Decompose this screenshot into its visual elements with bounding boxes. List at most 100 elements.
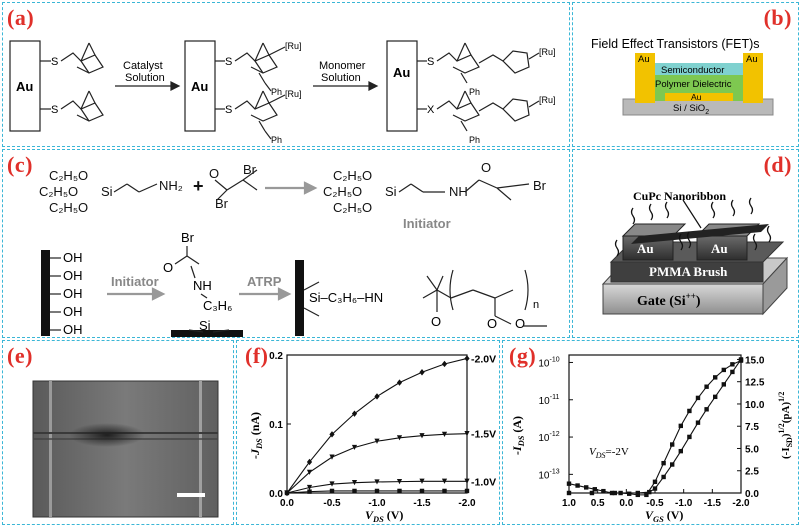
data-point bbox=[351, 480, 358, 486]
data-point bbox=[442, 488, 447, 494]
oh-label: OH bbox=[63, 304, 83, 319]
series-line bbox=[286, 357, 468, 494]
ru-label: [Ru] bbox=[285, 41, 302, 51]
data-point bbox=[284, 490, 290, 496]
br-label: Br bbox=[215, 196, 229, 211]
data-point bbox=[374, 438, 380, 444]
x-axis-label: VDS (V) bbox=[365, 508, 403, 524]
panel-f-label: (f) bbox=[245, 343, 269, 368]
x-tick-label: -0.5 bbox=[646, 498, 664, 509]
ru-label: [Ru] bbox=[285, 89, 302, 99]
y-tick-label: 0.2 bbox=[269, 351, 283, 362]
plot-frame bbox=[286, 354, 468, 494]
x-tick-label: -0.5 bbox=[323, 498, 341, 509]
o-label: O bbox=[209, 166, 219, 181]
panel-a-scheme: Au S S Catalyst Solution Au S S [Ru] [Ru… bbox=[9, 40, 556, 145]
y-tick-label: 0.1 bbox=[269, 420, 283, 431]
s-label: S bbox=[225, 56, 232, 68]
data-point bbox=[396, 379, 403, 386]
plus-sign: + bbox=[193, 176, 204, 196]
panel-g-label: (g) bbox=[509, 343, 537, 368]
data-point bbox=[627, 491, 632, 496]
au-left-label: Au bbox=[637, 241, 654, 256]
x-tick-label: 1.0 bbox=[562, 498, 576, 509]
ethoxy-label: C₂H₅O bbox=[333, 168, 372, 183]
y-left-tick-label: 10-13 bbox=[538, 468, 559, 481]
initiator-label: Initiator bbox=[403, 216, 451, 231]
panel-e-label: (e) bbox=[7, 343, 33, 368]
arrow-atrp-label: ATRP bbox=[247, 274, 282, 289]
y-left-tick-label: 10-12 bbox=[538, 431, 559, 444]
ethoxy-label: C₂H₅O bbox=[49, 200, 88, 215]
data-point bbox=[635, 490, 640, 496]
data-point bbox=[678, 448, 683, 454]
ph-label: Ph bbox=[271, 87, 282, 97]
x-tick-label: 0.5 bbox=[591, 498, 605, 509]
s-label: S bbox=[225, 104, 232, 116]
panel-e: (e) bbox=[2, 340, 234, 525]
semiconductor-label: Semiconductor bbox=[661, 65, 724, 76]
data-point bbox=[306, 469, 313, 475]
output-chart: 0.0-0.5-1.0-1.5-2.00.00.10.2-2.0V-1.5V-1… bbox=[248, 351, 496, 524]
data-point bbox=[695, 395, 701, 401]
data-point bbox=[396, 435, 403, 441]
data-point bbox=[351, 410, 358, 417]
data-point bbox=[396, 479, 403, 485]
data-point bbox=[374, 479, 380, 485]
data-point bbox=[575, 483, 580, 488]
panel-b-label: (b) bbox=[763, 5, 792, 30]
data-point bbox=[704, 407, 709, 412]
x-tick-label: -1.0 bbox=[368, 498, 386, 509]
semiconductor-layer bbox=[655, 63, 743, 75]
surface-bar bbox=[171, 330, 243, 337]
data-point bbox=[661, 460, 666, 466]
data-point bbox=[464, 478, 470, 484]
data-point bbox=[374, 488, 380, 494]
y-axis-label: -JDS (nA) bbox=[248, 412, 264, 459]
series-label: -1.0V bbox=[471, 476, 496, 488]
x-tick-label: -1.5 bbox=[704, 498, 722, 509]
ethoxy-label: C₂H₅O bbox=[323, 184, 362, 199]
au-drain bbox=[743, 53, 763, 103]
o-label: O bbox=[481, 160, 491, 175]
gate-layer bbox=[602, 283, 764, 315]
x-tick-label: -2.0 bbox=[732, 498, 750, 509]
data-point bbox=[687, 408, 692, 414]
nanoribbon bbox=[631, 224, 769, 244]
ru-label: [Ru] bbox=[539, 47, 556, 57]
data-point bbox=[441, 360, 448, 368]
oh-label: OH bbox=[63, 250, 83, 265]
data-point bbox=[670, 462, 675, 467]
data-point bbox=[713, 394, 718, 400]
au-electrode-right bbox=[696, 235, 748, 261]
data-point bbox=[730, 369, 735, 375]
series-label: -1.5V bbox=[471, 429, 496, 441]
data-point bbox=[329, 454, 335, 460]
ethoxy-label: C₂H₅O bbox=[39, 184, 78, 199]
data-point bbox=[441, 478, 448, 484]
nh-label: NH bbox=[193, 278, 212, 293]
series-line bbox=[568, 360, 742, 496]
y-right-tick-label: 5.0 bbox=[745, 444, 759, 455]
data-point bbox=[329, 431, 335, 438]
panel-c-scheme: C₂H₅O C₂H₅O C₂H₅O Si NH₂ + Br Br O C₂H₅O… bbox=[39, 160, 547, 337]
x-tick-label: -1.5 bbox=[413, 498, 431, 509]
panel-d: (d) CuPc Nanoribbon Au Au PMMA Brush Gat… bbox=[572, 149, 799, 338]
o-label: O bbox=[515, 316, 525, 331]
au-gate bbox=[665, 93, 733, 101]
data-point bbox=[652, 486, 658, 491]
data-point bbox=[566, 490, 572, 496]
y-left-tick-label: 10-10 bbox=[538, 356, 559, 369]
data-point bbox=[601, 488, 606, 494]
x-tick-label: 0.0 bbox=[619, 498, 633, 509]
gate-label: Gate (Si++) bbox=[637, 291, 701, 309]
data-point bbox=[644, 492, 649, 498]
data-point bbox=[351, 444, 358, 451]
au-block-1 bbox=[9, 40, 41, 132]
data-point bbox=[678, 423, 683, 429]
data-point bbox=[306, 458, 313, 466]
series-label: -2.0V bbox=[471, 353, 496, 365]
oh-label: OH bbox=[63, 322, 83, 337]
s-label: S bbox=[51, 56, 58, 68]
